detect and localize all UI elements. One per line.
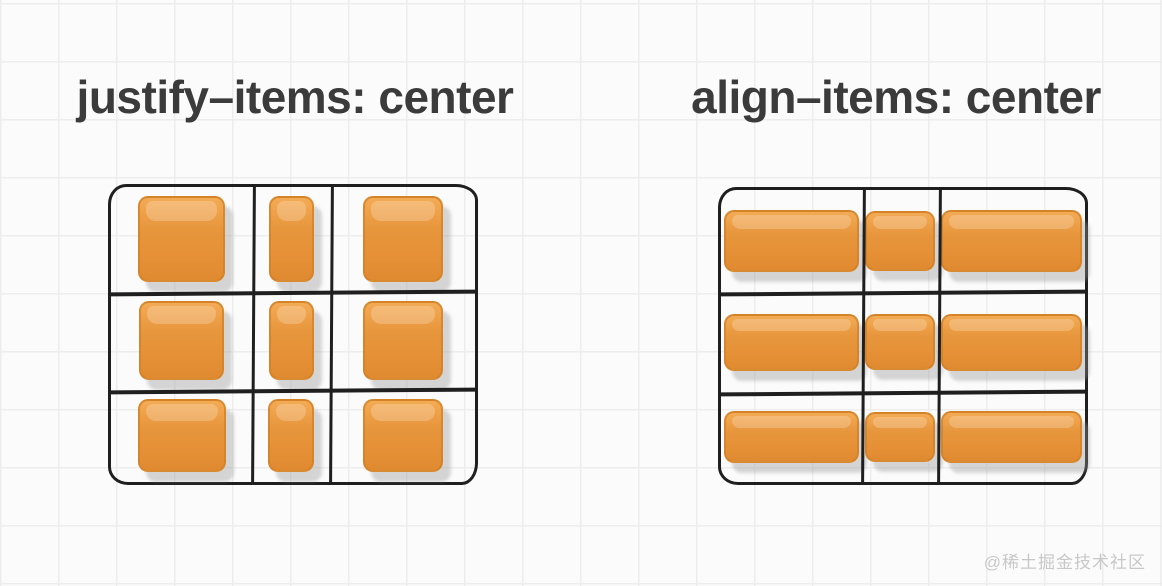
grid-item (139, 301, 224, 380)
grid-item (362, 196, 443, 282)
grid-cell (330, 187, 475, 292)
grid-item (137, 399, 226, 472)
grid-item (865, 314, 935, 370)
grid-cell (111, 187, 252, 292)
grid-cell (111, 292, 252, 390)
grid-item (865, 211, 935, 271)
grid-item (362, 301, 443, 380)
grid-item (362, 399, 443, 472)
community-watermark: @稀土掘金技术社区 (983, 553, 1146, 572)
grid-cell (938, 392, 1085, 482)
grid-cell (938, 190, 1085, 292)
grid-cell (111, 390, 252, 482)
grid-item (268, 301, 314, 380)
grid-item (941, 313, 1082, 371)
align-items-grid (718, 187, 1088, 485)
grid-item (268, 399, 314, 472)
grid-cell (330, 390, 475, 482)
grid-item (138, 196, 225, 282)
grid-item (724, 313, 859, 371)
align-items-title: align–items: center (691, 71, 1101, 123)
grid-item (865, 412, 935, 462)
grid-cell (721, 190, 862, 292)
grid-cell (862, 292, 938, 392)
grid-cells (721, 190, 1085, 482)
justify-items-title: justify–items: center (76, 71, 514, 123)
grid-item (724, 411, 859, 463)
grid-item (941, 411, 1082, 463)
grid-item (724, 210, 859, 272)
grid-cell (721, 392, 862, 482)
justify-items-grid (108, 184, 478, 485)
grid-cell (721, 292, 862, 392)
grid-cell (252, 292, 330, 390)
grid-cell (938, 292, 1085, 392)
grid-item (268, 196, 314, 282)
grid-cell (252, 390, 330, 482)
grid-cell (330, 292, 475, 390)
grid-cell (862, 392, 938, 482)
grid-item (941, 210, 1082, 272)
grid-cells (111, 187, 475, 482)
grid-cell (252, 187, 330, 292)
grid-cell (862, 190, 938, 292)
